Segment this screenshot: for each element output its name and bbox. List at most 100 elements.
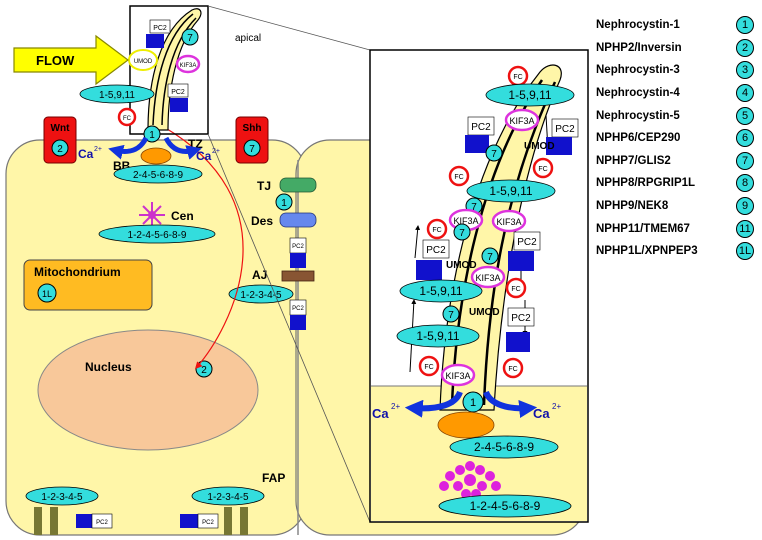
mito-protein-1l bbox=[37, 283, 57, 303]
legend-item-number: 1L bbox=[736, 242, 754, 261]
zoom-complex-2-label: 1-5,9,11 bbox=[489, 184, 532, 198]
focal-adhesion: FAP 1-2-3-4-5 1-2-3-4-5 PC2 PC2 bbox=[25, 471, 285, 535]
legend-item-number: 7 bbox=[736, 151, 754, 170]
legend-item-label: Nephrocystin-1 bbox=[596, 19, 680, 32]
svg-text:PC2: PC2 bbox=[292, 244, 304, 250]
legend-item-label: NPHP6/CEP290 bbox=[596, 132, 681, 145]
svg-text:PC2: PC2 bbox=[517, 237, 537, 248]
legend-item-number: 5 bbox=[736, 106, 754, 125]
legend-item-label: NPHP9/NEK8 bbox=[596, 200, 669, 213]
zoomed-cilium: FC 1-5,9,11 PC2 KIF3A PC2 UMOD 7 FC FC 1… bbox=[369, 49, 589, 523]
legend-item-number: 8 bbox=[736, 174, 754, 193]
svg-text:FC: FC bbox=[123, 116, 132, 122]
mitochondrium-label: Mitochondrium bbox=[34, 265, 121, 279]
tj-protein-label: 1 bbox=[281, 198, 287, 209]
zoom-box bbox=[129, 5, 209, 135]
signal-arrow bbox=[154, 121, 244, 370]
svg-text:KIF3A: KIF3A bbox=[445, 371, 470, 381]
svg-text:PC2: PC2 bbox=[511, 313, 531, 324]
svg-text:UMOD: UMOD bbox=[446, 260, 477, 271]
legend-item-number: 3 bbox=[736, 61, 754, 80]
svg-text:2+: 2+ bbox=[552, 402, 561, 411]
wnt-label: Wnt bbox=[51, 123, 71, 134]
svg-text:PC2: PC2 bbox=[202, 520, 214, 526]
fap-complex-left-label: 1-2-3-4-5 bbox=[41, 492, 83, 503]
pc2-membrane-upper: PC2 bbox=[289, 237, 307, 268]
svg-text:FC: FC bbox=[513, 74, 522, 81]
legend-item-label: NPHP2/Inversin bbox=[596, 41, 682, 54]
legend-item: NPHP9/NEK8 9 bbox=[596, 195, 762, 218]
svg-text:KIF3A: KIF3A bbox=[180, 63, 197, 69]
tight-junction: TJ 1 bbox=[257, 177, 317, 211]
shh-protein-label: 7 bbox=[249, 144, 255, 155]
svg-text:FC: FC bbox=[538, 166, 547, 173]
legend-item-label: Nephrocystin-3 bbox=[596, 64, 680, 77]
zoom-ca-left-label: Ca bbox=[372, 406, 389, 421]
pc2-membrane-lower: PC2 bbox=[289, 299, 307, 330]
svg-text:PC2: PC2 bbox=[153, 25, 167, 32]
zoom-centrosome bbox=[439, 461, 501, 499]
svg-text:KIF3A: KIF3A bbox=[509, 116, 534, 126]
desmosome: Des bbox=[251, 212, 317, 228]
mitochondrium: Mitochondrium 1L bbox=[23, 259, 153, 311]
shh-box: Shh 7 bbox=[235, 116, 269, 164]
legend-item: Nephrocystin-3 3 bbox=[596, 59, 762, 82]
zoom-cen-complex-label: 1-2-4-5-6-8-9 bbox=[470, 499, 541, 513]
svg-text:KIF3A: KIF3A bbox=[496, 217, 521, 227]
aj-label: AJ bbox=[252, 268, 267, 282]
svg-text:FC: FC bbox=[432, 227, 441, 234]
centrosome: Cen 1-2-4-5-6-8-9 bbox=[98, 202, 216, 244]
svg-text:7: 7 bbox=[459, 228, 465, 239]
svg-text:UMOD: UMOD bbox=[524, 141, 555, 152]
fap-label: FAP bbox=[262, 471, 285, 485]
flow-label: FLOW bbox=[36, 53, 75, 68]
zoom-complex-1-label: 1-5,9,11 bbox=[508, 88, 551, 102]
legend-item-number: 9 bbox=[736, 197, 754, 216]
legend-item: Nephrocystin-4 4 bbox=[596, 82, 762, 105]
legend-item-label: Nephrocystin-5 bbox=[596, 109, 680, 122]
legend-item-number: 2 bbox=[736, 38, 754, 57]
mito-protein-1l-label: 1L bbox=[42, 289, 52, 299]
svg-text:7: 7 bbox=[471, 202, 477, 213]
svg-text:KIF3A: KIF3A bbox=[453, 216, 478, 226]
svg-text:PC2: PC2 bbox=[555, 124, 575, 135]
svg-text:1: 1 bbox=[470, 397, 476, 409]
flow-arrow: FLOW bbox=[13, 34, 129, 86]
zoom-ca-right-label: Ca bbox=[533, 406, 550, 421]
zoom-complex-4-label: 1-5,9,11 bbox=[416, 329, 459, 343]
nucleus-label: Nucleus bbox=[85, 360, 132, 374]
svg-text:2+: 2+ bbox=[391, 402, 400, 411]
wnt-box: Wnt 2 bbox=[43, 116, 77, 164]
complex-cen bbox=[98, 224, 216, 244]
svg-text:UMOD: UMOD bbox=[134, 59, 153, 65]
tj-label: TJ bbox=[257, 179, 271, 193]
svg-text:1: 1 bbox=[149, 130, 155, 141]
legend-item: Nephrocystin-1 1 bbox=[596, 14, 762, 37]
legend-item-label: NPHP8/RPGRIP1L bbox=[596, 177, 696, 190]
zoom-complex-3-label: 1-5,9,11 bbox=[419, 284, 462, 298]
svg-text:FC: FC bbox=[424, 364, 433, 371]
svg-text:7: 7 bbox=[448, 310, 454, 321]
svg-text:UMOD: UMOD bbox=[469, 307, 500, 318]
legend-item-number: 1 bbox=[736, 16, 754, 35]
fap-complex-right-label: 1-2-3-4-5 bbox=[207, 492, 249, 503]
bb-complex-label: 2-4-5-6-8-9 bbox=[133, 170, 183, 181]
svg-text:7: 7 bbox=[491, 149, 497, 160]
legend-item-number: 4 bbox=[736, 84, 754, 103]
svg-text:7: 7 bbox=[487, 252, 493, 263]
legend-item-number: 11 bbox=[736, 219, 754, 238]
legend-item: NPHP8/RPGRIP1L 8 bbox=[596, 172, 762, 195]
ca-left-label: Ca bbox=[78, 147, 94, 161]
legend-item: Nephrocystin-5 5 bbox=[596, 104, 762, 127]
svg-text:FC: FC bbox=[508, 366, 517, 373]
svg-text:2+: 2+ bbox=[94, 146, 102, 153]
small-cilium-complex-label: 1-5,9,11 bbox=[99, 90, 135, 101]
shh-label: Shh bbox=[243, 123, 262, 134]
legend-item-label: Nephrocystin-4 bbox=[596, 87, 680, 100]
